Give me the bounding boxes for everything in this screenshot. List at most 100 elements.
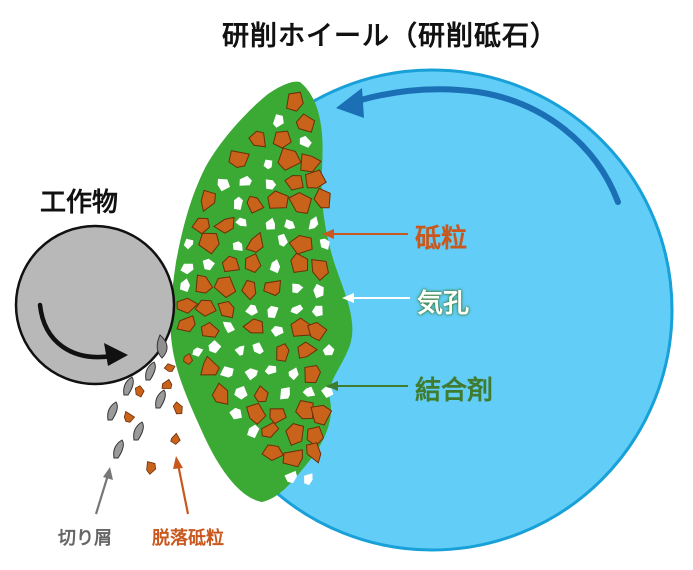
abrasive-grain [263, 280, 282, 297]
abrasive-grain [217, 300, 235, 319]
chip [107, 401, 118, 421]
pore [222, 321, 235, 334]
pore [235, 217, 247, 227]
abrasive-grain [276, 343, 290, 362]
abrasive-grain [305, 442, 322, 464]
abrasive-grain [244, 253, 262, 273]
dislodged-grain [146, 461, 157, 475]
abrasive-grain [246, 195, 265, 214]
dislodged-grain [123, 410, 136, 423]
dislodged-grain [134, 385, 145, 398]
pore [247, 424, 260, 439]
abrasive-grain [261, 444, 285, 461]
pore [265, 217, 275, 230]
chips-pointer-arrow [94, 474, 110, 515]
bond-label: 結合剤 [415, 376, 494, 406]
pore [217, 178, 230, 192]
chip [145, 361, 156, 381]
abrasive-grain [261, 421, 280, 439]
pore [280, 387, 290, 400]
pore-pointer-arrowhead [342, 293, 354, 303]
pore [192, 347, 204, 357]
pore [322, 344, 335, 356]
abrasive-grain [194, 299, 217, 317]
chips-pointer-arrowhead [103, 467, 113, 480]
abrasive-grain [285, 423, 305, 446]
workpiece-label: 工作物 [40, 188, 119, 218]
abrasive-grain [241, 279, 257, 301]
workpiece-rotation-arrow [37, 302, 115, 360]
pore [234, 196, 243, 210]
pore [202, 258, 215, 271]
chip [123, 376, 134, 396]
abrasive-grain [297, 341, 318, 359]
pore [229, 407, 242, 420]
abrasive-grain [195, 274, 214, 294]
chip [133, 421, 144, 441]
pore [308, 216, 319, 230]
dislodged-grains-layer [123, 353, 194, 475]
dislodged-grain [161, 378, 173, 389]
pore [321, 386, 334, 398]
abrasive-grain [248, 130, 266, 148]
pore [208, 340, 222, 354]
abrasive-grain [304, 364, 322, 384]
pore [270, 326, 284, 337]
pore [265, 179, 277, 190]
pore [220, 366, 234, 378]
abrasive-grain [311, 259, 329, 282]
pore [245, 304, 258, 316]
pore [284, 470, 297, 484]
abrasive-grain [245, 231, 264, 253]
fallen-pointer-arrow [176, 463, 190, 515]
pore [183, 238, 194, 250]
abrasive-grain [267, 190, 289, 209]
pore [304, 473, 313, 486]
chip [113, 439, 124, 459]
abrasive-grain [290, 317, 312, 337]
abrasive-grain [200, 321, 220, 338]
abrasive-grain [286, 91, 304, 112]
abrasive-grain [176, 297, 199, 314]
abrasive-grain [295, 113, 316, 133]
grain-pointer-arrowhead [322, 229, 334, 239]
pore [234, 386, 248, 400]
abrasive-grain [176, 315, 196, 333]
abrasive-grain [272, 130, 292, 149]
abrasive-grain [310, 404, 333, 426]
pore [252, 342, 264, 355]
workpiece-rotation-arrowhead [104, 343, 128, 366]
chip [155, 389, 166, 409]
dislodged-grain [183, 353, 194, 366]
abrasive-grain [306, 426, 325, 447]
pore [263, 159, 273, 170]
abrasive-grains-layer [176, 91, 333, 468]
dislodged-grain [170, 432, 181, 445]
abrasive-grain [198, 232, 220, 255]
abrasive-grain [200, 355, 220, 376]
pore [244, 368, 258, 381]
pore [267, 305, 279, 318]
abrasive-grain [242, 318, 264, 334]
abrasive-grain [307, 321, 328, 342]
abrasive-grain-label: 砥粒 [415, 224, 468, 254]
abrasive-grain [277, 147, 302, 171]
pore [302, 386, 316, 397]
abrasive-grain [288, 234, 313, 255]
bond-pointer-arrowhead [326, 381, 338, 391]
abrasive-grain [269, 408, 287, 425]
abrasive-grain [284, 174, 304, 191]
pore [284, 219, 296, 230]
pore [288, 367, 299, 381]
pore [232, 241, 243, 251]
pore [299, 135, 312, 148]
pore [290, 304, 304, 315]
pore [180, 263, 194, 275]
workpiece-circle [14, 224, 176, 386]
abrasive-grain [213, 216, 235, 234]
abrasive-grain [200, 189, 217, 213]
pore [239, 175, 252, 186]
abrasive-grain [213, 276, 237, 299]
abrasive-grain [221, 255, 241, 273]
